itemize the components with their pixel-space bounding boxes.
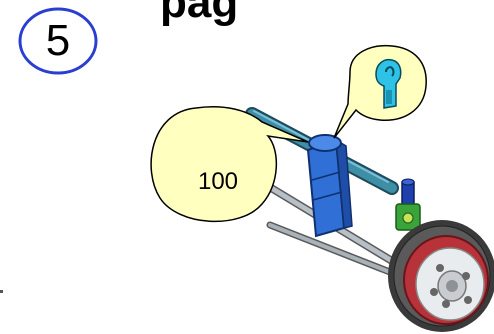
callout-bubble-clip — [333, 44, 427, 139]
page-title-fragment: pag — [160, 0, 239, 27]
connector-post — [395, 178, 421, 231]
edge-mark — [0, 290, 3, 293]
gear-wheel — [388, 220, 494, 332]
callout-quantity-label: 100 — [197, 168, 239, 195]
blue-clamp-block — [306, 134, 353, 238]
clip-connector-icon — [375, 58, 402, 109]
step-badge — [18, 7, 98, 75]
callout-bubble-quantity — [150, 106, 309, 223]
step-number: 5 — [45, 16, 71, 65]
